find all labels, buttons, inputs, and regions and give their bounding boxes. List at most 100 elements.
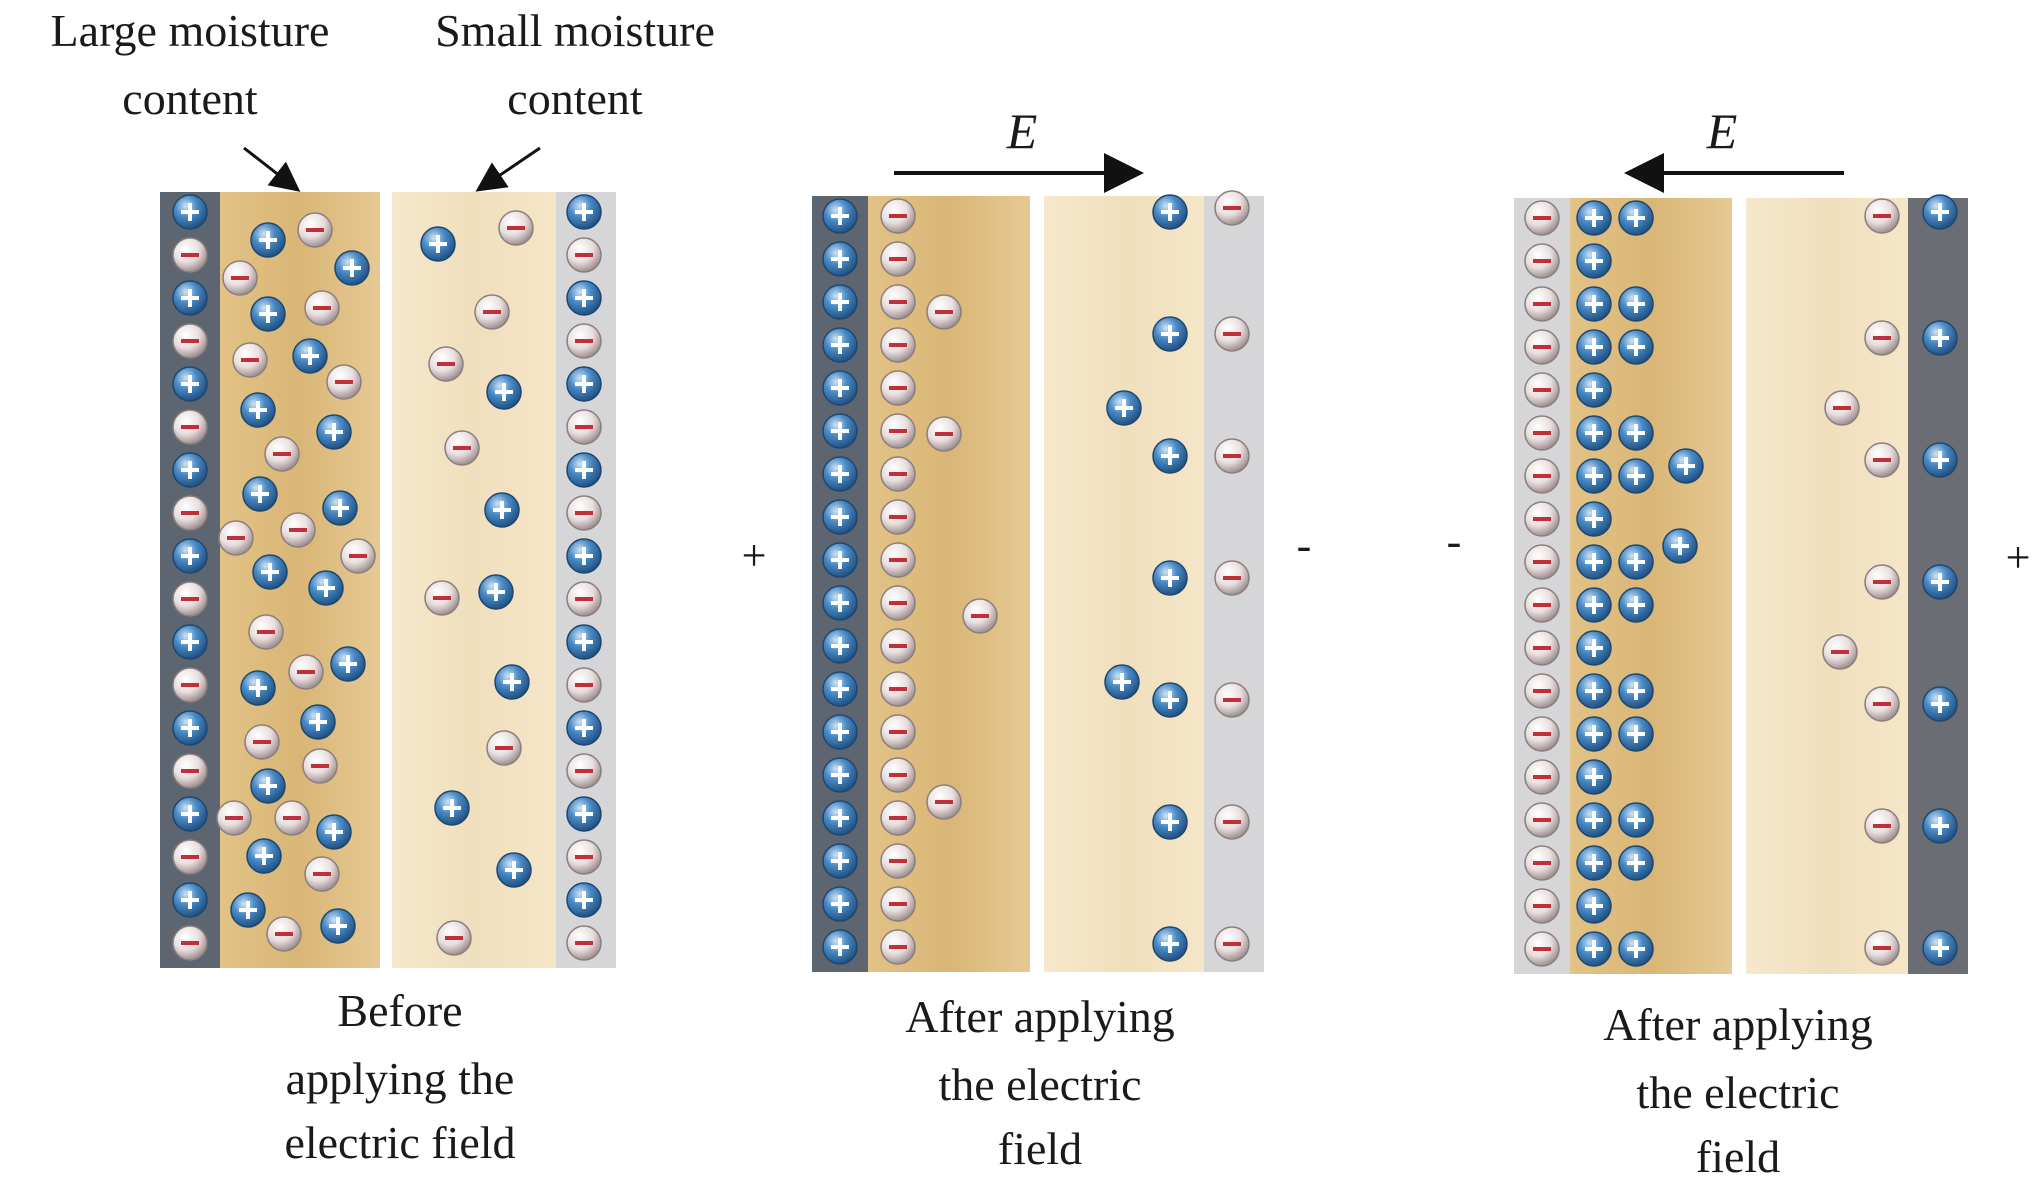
negative-ion-icon: [172, 323, 208, 359]
right-electrode: [556, 192, 616, 968]
positive-ion-icon: [1618, 200, 1654, 236]
negative-ion-icon: [880, 241, 916, 277]
positive-ion-icon: [822, 499, 858, 535]
negative-ion-icon: [880, 628, 916, 664]
left-electrode: [812, 196, 868, 972]
positive-ion-icon: [250, 222, 286, 258]
ion-group: [1524, 194, 1958, 967]
positive-ion-icon: [292, 338, 328, 374]
positive-ion-icon: [1576, 458, 1612, 494]
positive-ion-icon: [172, 366, 208, 402]
negative-ion-icon: [1524, 587, 1560, 623]
negative-ion-icon: [880, 327, 916, 363]
positive-ion-icon: [566, 452, 602, 488]
positive-ion-icon: [1576, 200, 1612, 236]
caption-after-left: After applying the electric field: [1603, 999, 1873, 1182]
positive-ion-icon: [822, 757, 858, 793]
ion-group: [172, 194, 602, 961]
positive-ion-icon: [1576, 716, 1612, 752]
negative-ion-icon: [1524, 415, 1560, 451]
positive-ion-icon: [172, 452, 208, 488]
positive-ion-icon: [1152, 926, 1188, 962]
positive-ion-icon: [1618, 716, 1654, 752]
positive-ion-icon: [1152, 804, 1188, 840]
negative-ion-icon: [926, 784, 962, 820]
positive-ion-icon: [1576, 759, 1612, 795]
positive-ion-icon: [822, 671, 858, 707]
positive-ion-icon: [172, 280, 208, 316]
positive-ion-icon: [494, 664, 530, 700]
positive-ion-icon: [1618, 415, 1654, 451]
positive-ion-icon: [822, 886, 858, 922]
negative-ion-icon: [880, 800, 916, 836]
positive-ion-icon: [1576, 415, 1612, 451]
positive-ion-icon: [1104, 664, 1140, 700]
positive-ion-icon: [1618, 587, 1654, 623]
small-moisture-pointer-icon: [475, 146, 541, 192]
positive-ion-icon: [1576, 329, 1612, 365]
positive-ion-icon: [822, 714, 858, 750]
caption-line-1: After applying: [1603, 999, 1873, 1050]
large-moisture-line-1: Large moisture: [51, 5, 330, 56]
negative-ion-icon: [1864, 320, 1900, 356]
positive-ion-icon: [822, 370, 858, 406]
negative-ion-icon: [1214, 682, 1250, 718]
field-indicator-left: E: [1624, 103, 1844, 193]
positive-ion-icon: [1922, 930, 1958, 966]
negative-ion-icon: [172, 237, 208, 273]
positive-ion-icon: [1618, 544, 1654, 580]
positive-ion-icon: [1618, 458, 1654, 494]
positive-ion-icon: [1576, 286, 1612, 322]
panel-after-field-left: [1514, 194, 1968, 974]
negative-ion-icon: [1524, 329, 1560, 365]
negative-ion-icon: [326, 364, 362, 400]
positive-ion-icon: [566, 710, 602, 746]
caption-line-1: After applying: [905, 991, 1175, 1042]
negative-ion-icon: [172, 495, 208, 531]
negative-ion-icon: [566, 581, 602, 617]
small-moisture-line-1: Small moisture: [435, 5, 715, 56]
positive-ion-icon: [822, 585, 858, 621]
panel-after-field-right: [812, 190, 1264, 972]
positive-ion-icon: [822, 456, 858, 492]
positive-ion-icon: [1576, 630, 1612, 666]
caption-after-right: After applying the electric field: [905, 991, 1175, 1174]
negative-ion-icon: [880, 929, 916, 965]
panel2-left-polarity: +: [742, 531, 767, 580]
positive-ion-icon: [1618, 673, 1654, 709]
negative-ion-icon: [428, 346, 464, 382]
positive-ion-icon: [1576, 372, 1612, 408]
positive-ion-icon: [240, 392, 276, 428]
positive-ion-icon: [566, 882, 602, 918]
positive-ion-icon: [1576, 802, 1612, 838]
negative-ion-icon: [1524, 673, 1560, 709]
positive-ion-icon: [822, 198, 858, 234]
positive-ion-icon: [1618, 802, 1654, 838]
positive-ion-icon: [334, 250, 370, 286]
positive-ion-icon: [1576, 501, 1612, 537]
gap: [380, 192, 392, 968]
left-electrode: [160, 192, 220, 968]
positive-ion-icon: [486, 374, 522, 410]
negative-ion-icon: [566, 839, 602, 875]
positive-ion-icon: [1922, 442, 1958, 478]
positive-ion-icon: [1576, 544, 1612, 580]
negative-ion-icon: [218, 520, 254, 556]
negative-ion-icon: [566, 925, 602, 961]
negative-ion-icon: [340, 538, 376, 574]
positive-ion-icon: [242, 476, 278, 512]
positive-ion-icon: [172, 624, 208, 660]
negative-ion-icon: [1214, 316, 1250, 352]
negative-ion-icon: [1214, 190, 1250, 226]
positive-ion-icon: [322, 490, 358, 526]
positive-ion-icon: [420, 226, 456, 262]
positive-ion-icon: [1922, 194, 1958, 230]
negative-ion-icon: [962, 598, 998, 634]
negative-ion-icon: [566, 237, 602, 273]
negative-ion-icon: [1214, 804, 1250, 840]
negative-ion-icon: [1524, 759, 1560, 795]
panel-before: [160, 192, 616, 968]
large-moisture-line-2: content: [122, 73, 258, 124]
positive-ion-icon: [822, 413, 858, 449]
positive-ion-icon: [1668, 448, 1704, 484]
